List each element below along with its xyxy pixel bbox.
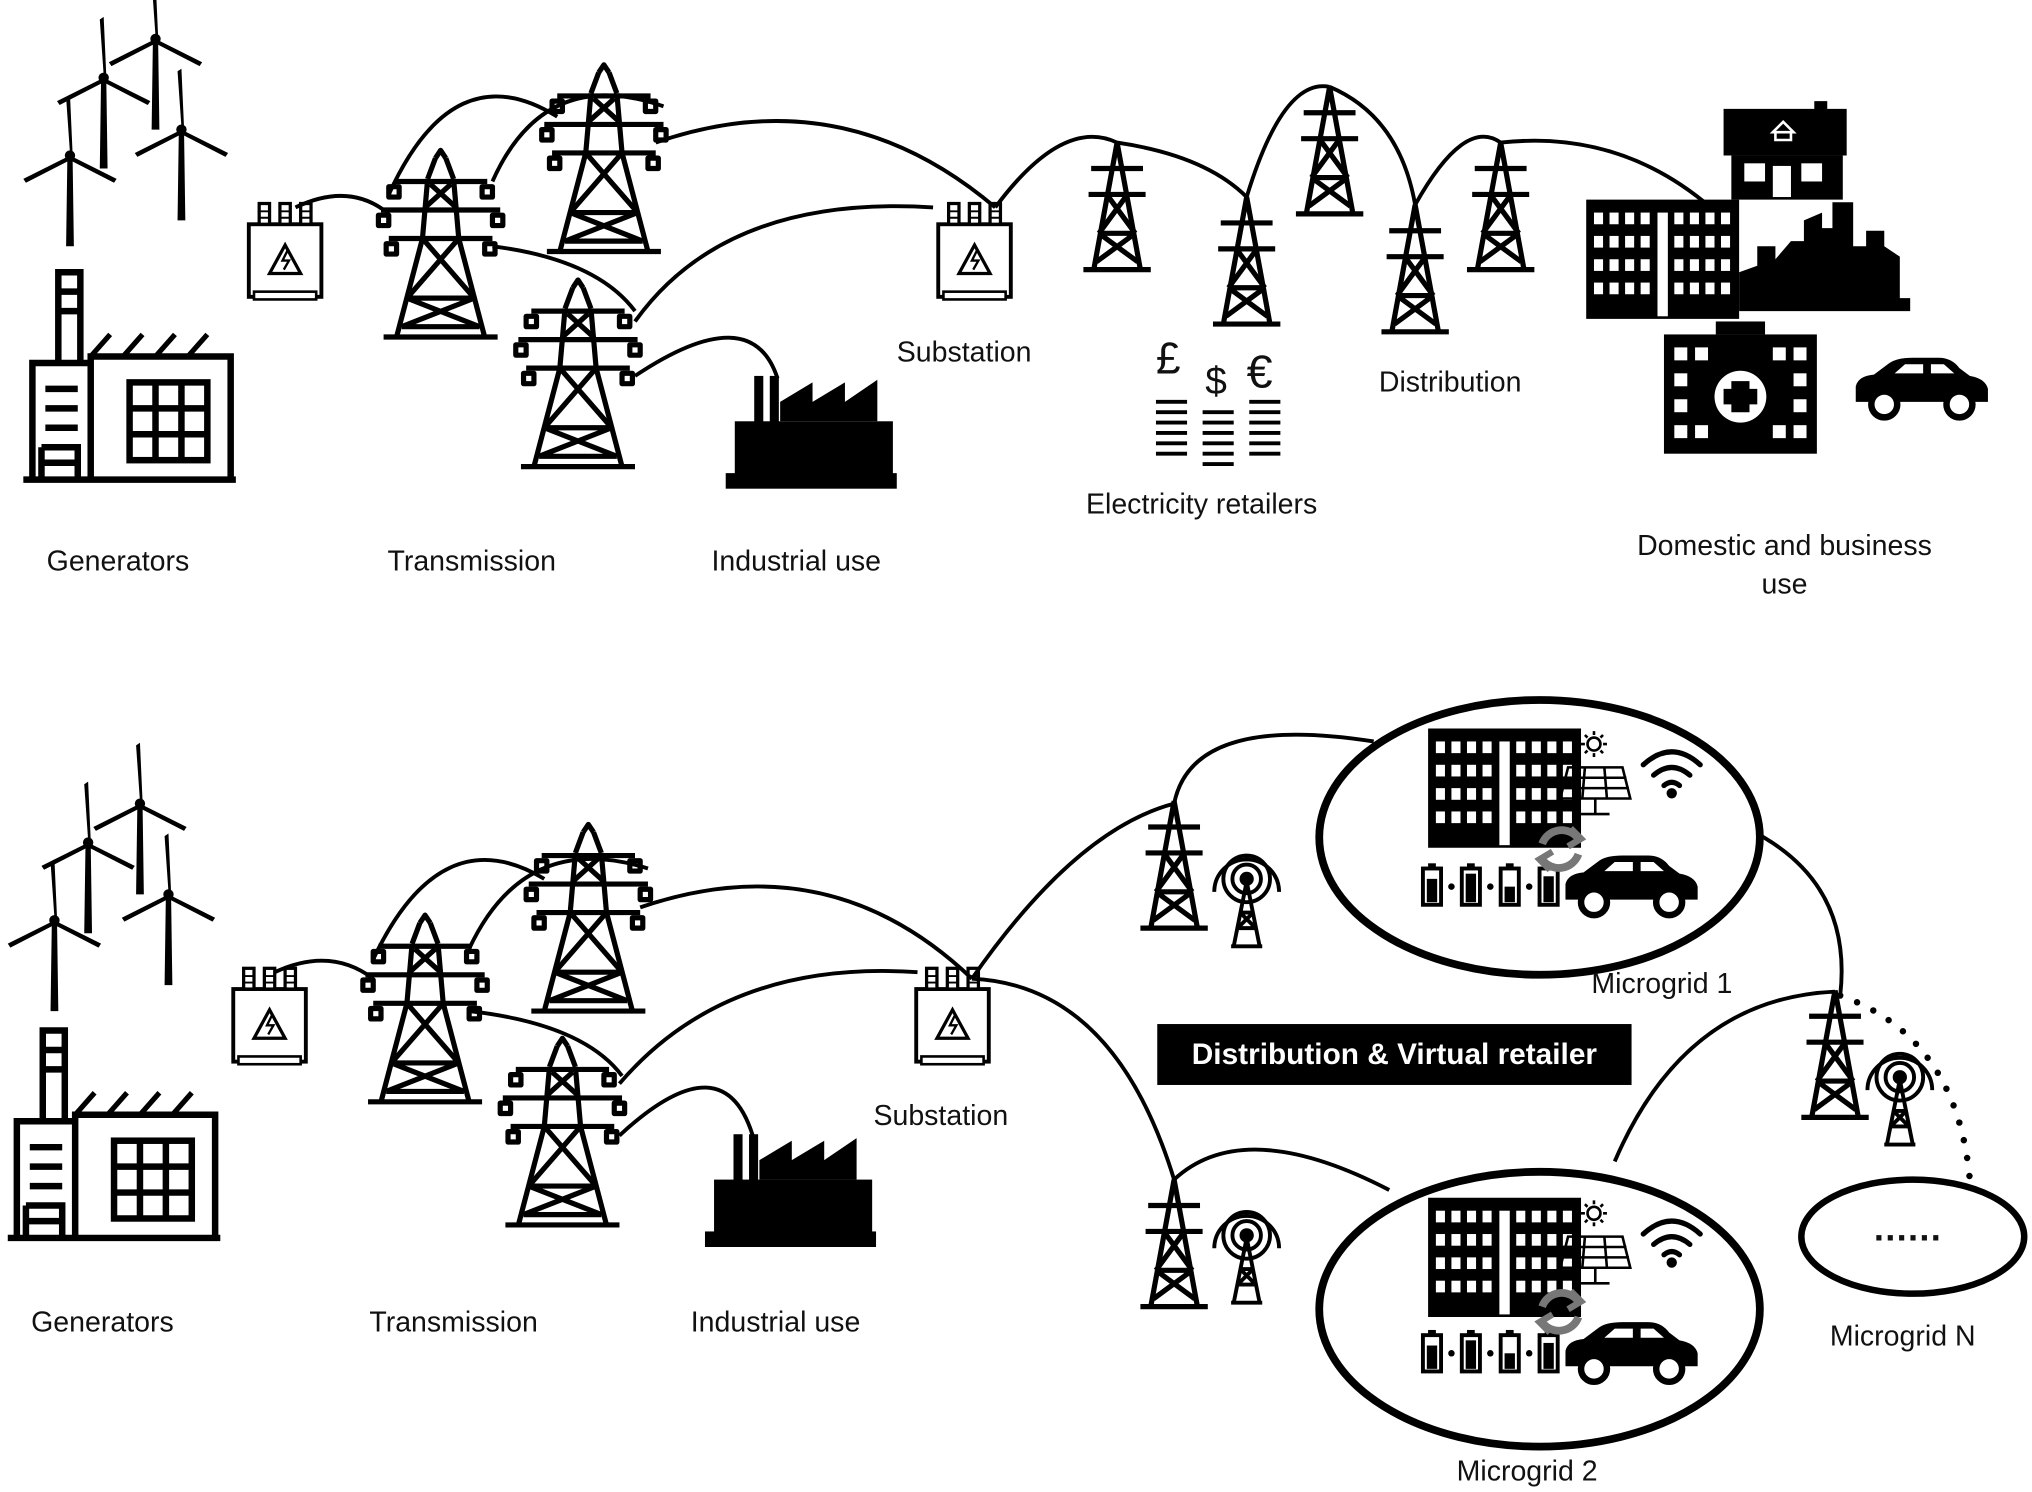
wind-turbines-top: [23, 0, 229, 247]
label-generators-top: Generators: [46, 544, 190, 577]
label-substation-top: Substation: [896, 335, 1032, 369]
transformer-icon-bottom-left: [231, 966, 308, 1067]
label-industrial-bottom: Industrial use: [690, 1305, 861, 1338]
euro-sign: €: [1246, 344, 1273, 398]
top-panel: [23, 0, 1988, 489]
car-icon-top: [1856, 358, 1988, 418]
radio-tower-icon-1: [1212, 853, 1282, 949]
radio-tower-icon-3: [1865, 1051, 1935, 1147]
pound-sign: £: [1155, 334, 1181, 384]
hospital-icon: [1663, 321, 1817, 454]
transformer-icon-top-left: [246, 201, 324, 302]
pylon-icon-top-2: [542, 65, 666, 252]
label-generators-bottom: Generators: [31, 1305, 174, 1338]
distribution-pylon-icon-4: [1381, 205, 1448, 332]
label-microgrid-1: Microgrid 1: [1591, 967, 1733, 1000]
distribution-pylon-icon-3: [1296, 87, 1363, 214]
pylon-icon-bottom-2: [526, 824, 650, 1011]
transformer-icon-bottom-right: [914, 966, 991, 1067]
distribution-pylon-icon-b3: [1801, 990, 1868, 1117]
radio-tower-icon-2: [1212, 1210, 1282, 1305]
dollar-sign: $: [1205, 360, 1227, 404]
factory-icon-top: [725, 375, 897, 489]
distribution-pylon-icon-b2: [1140, 1180, 1207, 1307]
factory-icon-bottom: [704, 1134, 877, 1248]
label-microgrid-2: Microgrid 2: [1456, 1454, 1598, 1487]
microgrid-n-ellipse: [1798, 1176, 2028, 1297]
currency-icons: [1154, 399, 1283, 467]
wind-turbines-bottom: [7, 742, 216, 1012]
office-building-icon-top: [1586, 199, 1740, 319]
label-substation-bottom: Substation: [873, 1099, 1009, 1132]
label-industrial-top: Industrial use: [711, 544, 882, 577]
skyline-icon: [1739, 202, 1911, 312]
distribution-virtual-retailer-banner: Distribution & Virtual retailer: [1157, 1024, 1632, 1085]
bottom-panel: [7, 696, 2028, 1451]
label-transmission-bottom: Transmission: [369, 1305, 538, 1338]
microgrid-n-ellipsis: ......: [1873, 1208, 1943, 1249]
pylon-icon-bottom-3: [500, 1038, 624, 1225]
distribution-pylon-icon-5: [1467, 143, 1534, 270]
distribution-pylon-icon-2: [1213, 197, 1280, 324]
power-plant-icon-top: [23, 272, 236, 479]
label-microgrid-n: Microgrid N: [1829, 1319, 1976, 1352]
label-domestic: Domestic and business use: [1637, 528, 1932, 601]
distribution-pylon-icon-1: [1083, 143, 1150, 270]
power-plant-icon-bottom: [8, 1031, 221, 1238]
transformer-icon-top-right: [936, 201, 1013, 302]
distribution-pylon-icon-b1: [1140, 801, 1207, 928]
house-icon: [1723, 101, 1847, 200]
label-distribution: Distribution: [1378, 365, 1522, 398]
pylon-icon-top-3: [516, 280, 640, 467]
label-retailers: Electricity retailers: [1085, 487, 1318, 520]
label-transmission-top: Transmission: [387, 544, 556, 577]
